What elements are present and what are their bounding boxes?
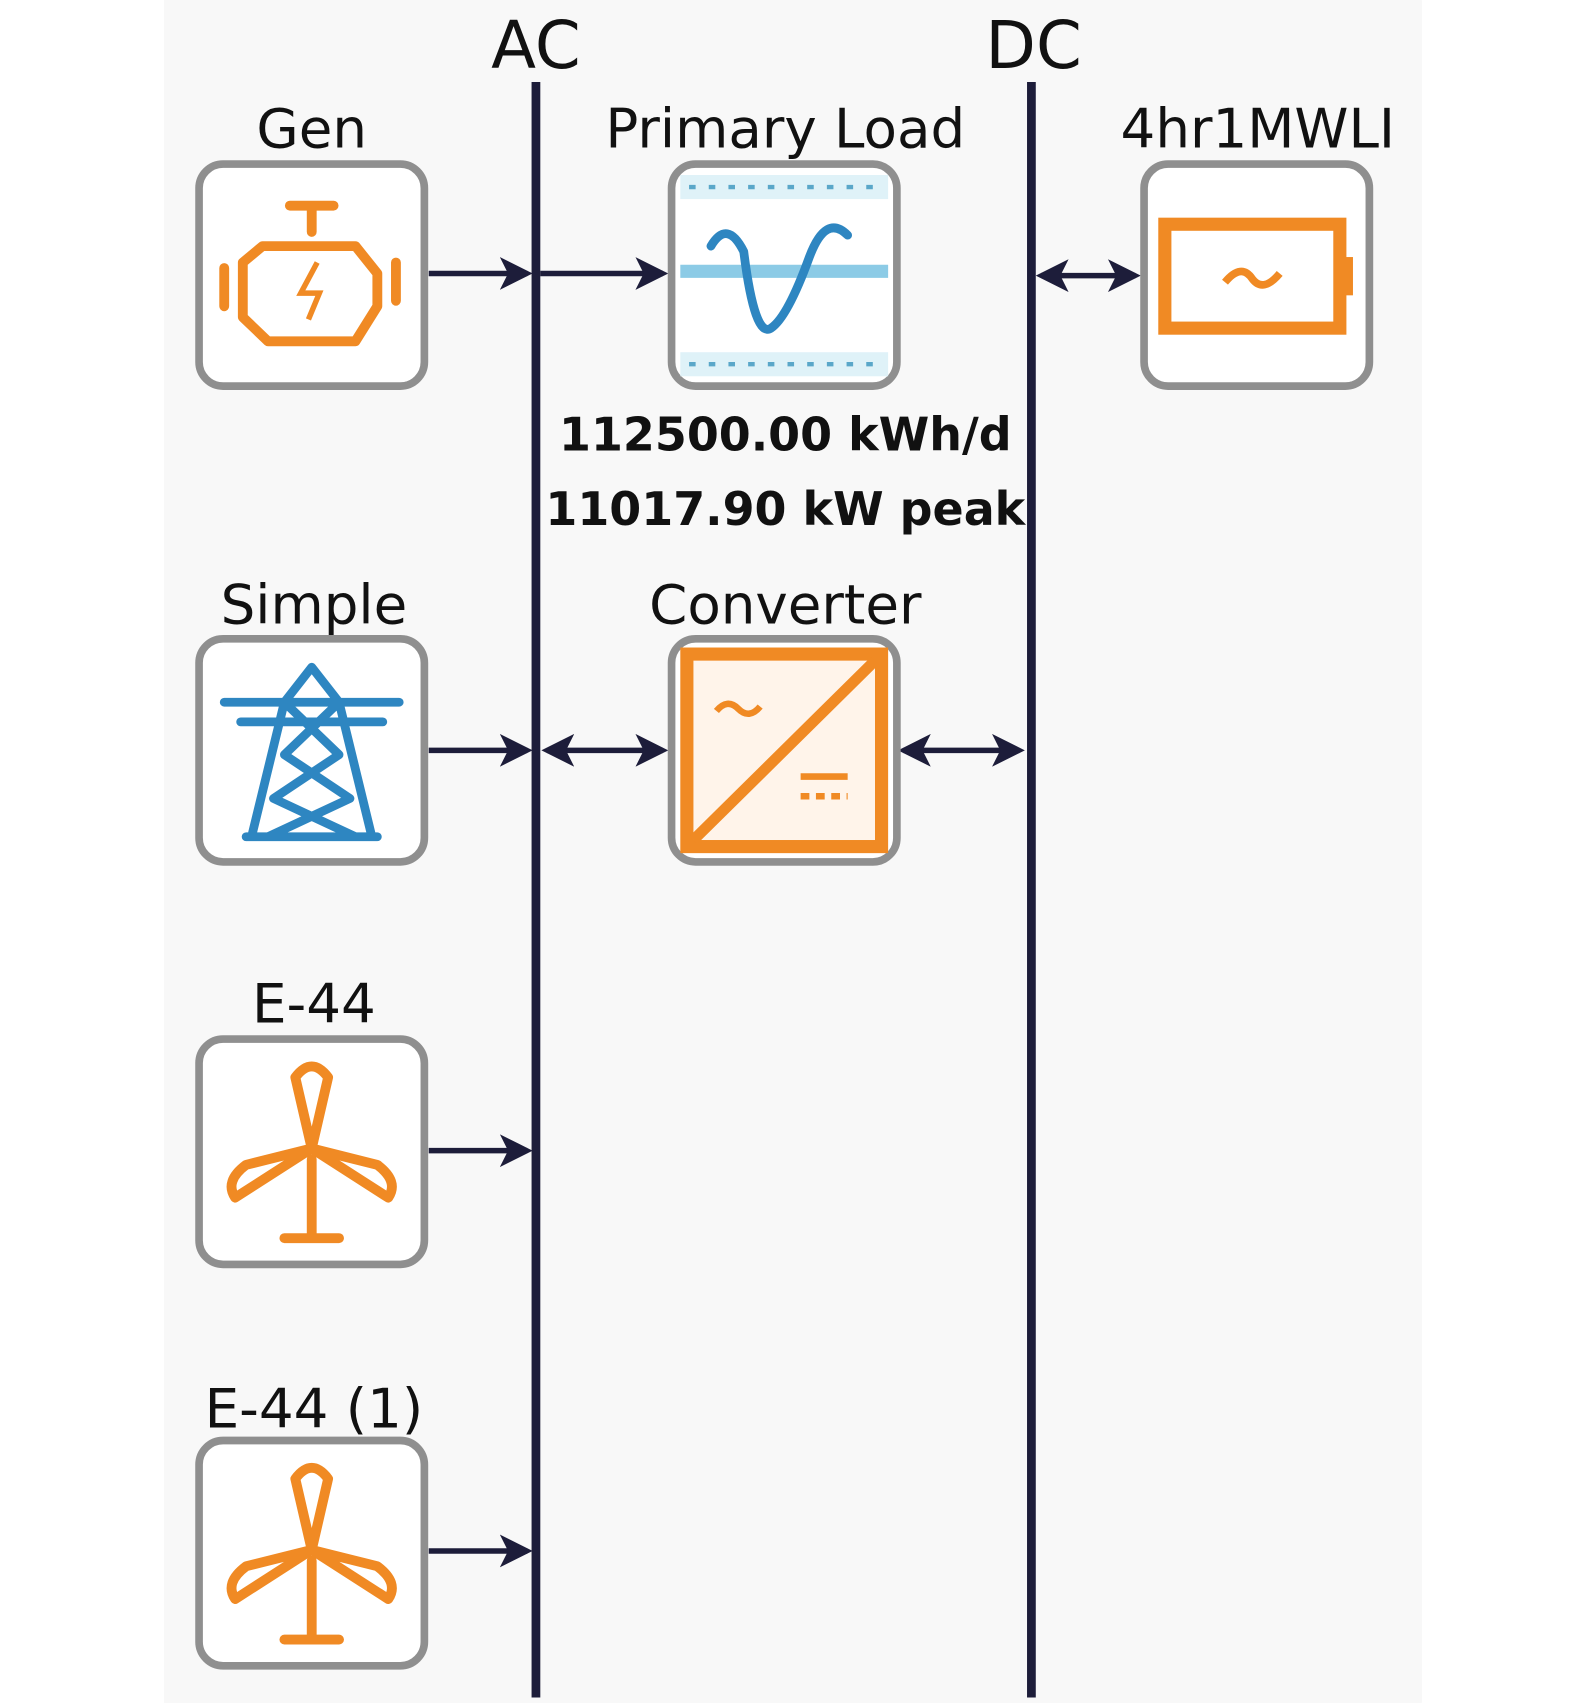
wind-turbine-1-component[interactable]: E-44 xyxy=(195,972,429,1269)
load-profile-icon xyxy=(680,175,889,377)
converter-icon xyxy=(680,647,889,854)
load-daily-energy: 112500.00 kWh/d xyxy=(559,408,1012,462)
battery-label: 4hr1MWLI xyxy=(1121,97,1396,161)
wind1-label: E-44 xyxy=(252,972,376,1036)
battery-component[interactable]: 4hr1MWLI xyxy=(1121,97,1396,390)
generator-engine-icon xyxy=(219,200,401,347)
converter-label: Converter xyxy=(649,572,922,636)
primary-load-label: Primary Load xyxy=(605,97,965,161)
ac-bus-label: AC xyxy=(491,8,581,84)
grid-label: Simple xyxy=(221,572,408,636)
load-peak: 11017.90 kW peak xyxy=(545,482,1026,536)
dc-bus-label: DC xyxy=(985,8,1081,84)
generator-label: Gen xyxy=(256,97,367,161)
wind-turbine-icon xyxy=(226,1462,397,1645)
wind-turbine-2-component[interactable]: E-44 (1) xyxy=(195,1376,429,1670)
primary-load-component[interactable]: Primary Load 112500.00 kWh/d 11017.90 kW… xyxy=(545,97,1026,536)
wind-turbine-icon xyxy=(226,1061,397,1244)
wind2-label: E-44 (1) xyxy=(205,1376,424,1440)
transmission-tower-icon xyxy=(219,662,404,842)
grid-component[interactable]: Simple xyxy=(195,572,429,866)
generator-component[interactable]: Gen xyxy=(195,97,429,390)
converter-component[interactable]: Converter xyxy=(649,572,922,866)
battery-icon xyxy=(1158,217,1353,335)
